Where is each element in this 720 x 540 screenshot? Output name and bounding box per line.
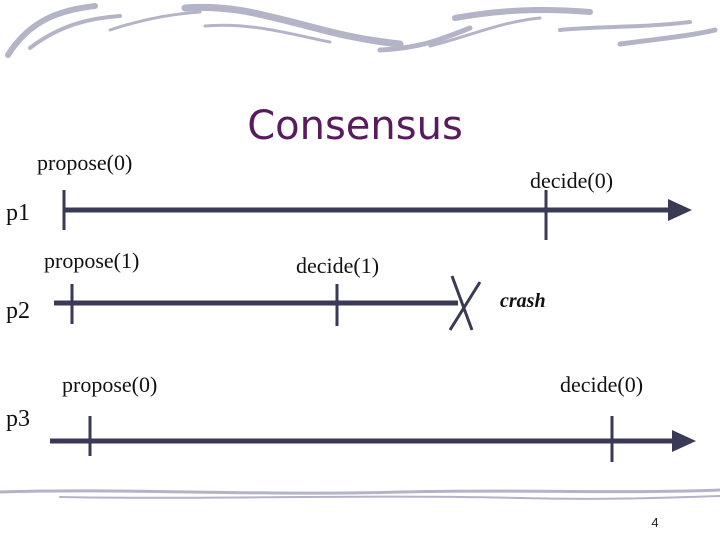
p2-decide-label: decide(1) [296, 253, 380, 278]
p1-propose-label: propose(0) [37, 150, 133, 175]
p2-propose-label: propose(1) [44, 248, 140, 273]
decorative-brush-strokes-top [5, 3, 718, 58]
p1-arrowhead [668, 199, 692, 221]
process-label-p1: p1 [6, 200, 30, 226]
p3-propose-label: propose(0) [62, 372, 158, 397]
p3-arrowhead [672, 430, 696, 452]
decorative-brush-strokes-bottom [0, 488, 720, 500]
page-number: 4 [651, 515, 659, 530]
p2-crash-label: crash [500, 290, 546, 312]
slide-title: Consensus [247, 103, 463, 149]
process-label-p3: p3 [6, 406, 30, 432]
process-label-p2: p2 [6, 298, 30, 324]
p3-decide-label: decide(0) [560, 372, 644, 397]
p2-crash-mark [448, 275, 482, 331]
p1-decide-label: decide(0) [530, 168, 614, 193]
